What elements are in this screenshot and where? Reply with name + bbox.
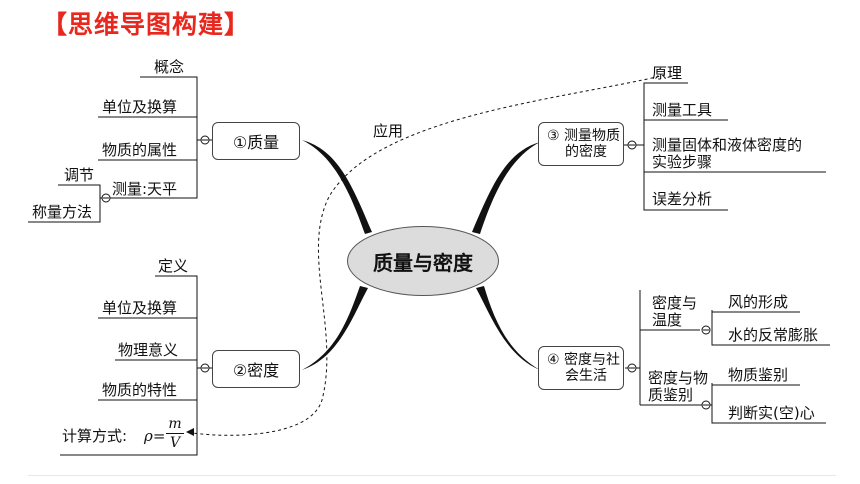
branch-mass-node[interactable]: ①质量 xyxy=(212,122,300,160)
leaf-density-definition: 定义 xyxy=(158,257,189,275)
leaf-tools: 测量工具 xyxy=(652,101,713,119)
branch4-label-line2: 会生活 xyxy=(565,368,607,384)
branch3-curve xyxy=(472,142,540,234)
branch3-label-line2: 的密度 xyxy=(565,144,607,160)
branch-density-society-node[interactable]: ④ 密度与社 会生活 xyxy=(538,346,624,390)
leaf-weighing-method: 称量方法 xyxy=(32,203,93,221)
group-identification-line1: 密度与物 xyxy=(648,369,709,387)
formula-rho: ρ= xyxy=(144,427,166,445)
leaf-balance-adjust: 调节 xyxy=(64,166,95,184)
leaf-solid-hollow: 判断实(空)心 xyxy=(728,404,815,422)
leaf-mass-concept: 概念 xyxy=(154,58,185,76)
leaf-substance-identification: 物质鉴别 xyxy=(728,366,789,384)
group-identification-line2: 质鉴别 xyxy=(648,386,694,404)
leaf-density-characteristic: 物质的特性 xyxy=(102,381,178,399)
branch1-curve xyxy=(302,140,372,234)
leaf-water-anomaly: 水的反常膨胀 xyxy=(728,326,819,344)
leaf-mass-property: 物质的属性 xyxy=(102,141,178,159)
leaf-error-analysis: 误差分析 xyxy=(652,190,713,208)
leaf-density-unit: 单位及换算 xyxy=(102,299,178,317)
root-node[interactable]: 质量与密度 xyxy=(347,226,499,296)
branch4-label-line1: ④ 密度与社 xyxy=(547,352,621,368)
branch3-label-line1: ③ 测量物质 xyxy=(547,128,621,144)
leaf-mass-unit: 单位及换算 xyxy=(102,98,178,116)
leaf-formula-label: 计算方式: xyxy=(62,427,128,445)
arrow-head-icon xyxy=(186,428,194,436)
page-title: 【思维导图构建】 xyxy=(42,10,251,39)
leaf-principle: 原理 xyxy=(652,64,683,82)
application-label: 应用 xyxy=(373,122,404,140)
leaf-density-meaning: 物理意义 xyxy=(118,341,179,359)
group-temperature-line1: 密度与 xyxy=(652,294,698,312)
application-link xyxy=(185,74,666,436)
leaf-mass-measure: 测量:天平 xyxy=(112,180,178,198)
branch-density-node[interactable]: ②密度 xyxy=(212,350,300,388)
branch4-curve xyxy=(476,286,540,370)
formula-numerator: m xyxy=(168,416,182,432)
group-temperature-line2: 温度 xyxy=(652,311,683,329)
leaf-steps-line2: 实验步骤 xyxy=(652,153,713,171)
formula-fraction: m V xyxy=(166,416,184,451)
formula-denominator: V xyxy=(169,435,181,451)
branch-measure-density-node[interactable]: ③ 测量物质 的密度 xyxy=(538,122,624,166)
branch2-curve xyxy=(302,286,368,370)
leaf-wind-formation: 风的形成 xyxy=(728,293,789,311)
leaf-steps-line1: 测量固体和液体密度的 xyxy=(652,136,803,154)
